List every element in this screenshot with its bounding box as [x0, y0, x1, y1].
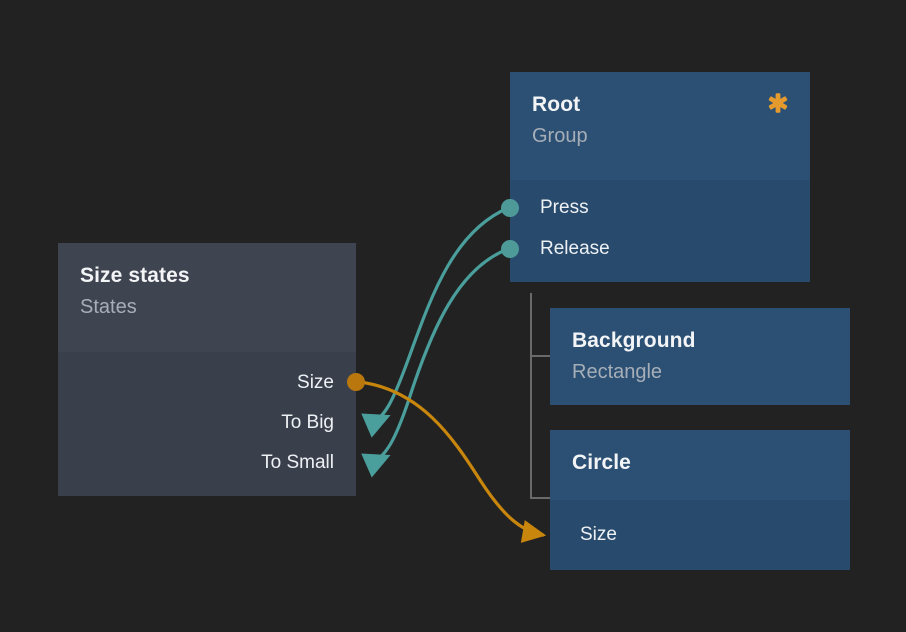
port-size-states-to-big-label: To Big [281, 412, 334, 433]
port-circle-size[interactable]: Size [580, 524, 617, 546]
port-size-states-to-small-label: To Small [261, 452, 334, 473]
node-size-states-body: Size To Big To Small [58, 352, 356, 496]
port-size-states-to-small[interactable]: To Small [261, 452, 334, 474]
node-background-title: Background [572, 329, 696, 352]
node-background[interactable]: Background Rectangle [550, 308, 850, 405]
node-root-subtitle: Group [532, 125, 588, 147]
node-size-states[interactable]: Size states States Size To Big To Small [58, 243, 356, 496]
tree-vertical-line [530, 293, 532, 499]
wire-size-to-circle-size [358, 380, 547, 543]
node-size-states-header[interactable]: Size states States [58, 243, 356, 352]
node-root-header[interactable]: Root Group [510, 72, 810, 180]
port-size-states-size[interactable]: Size [297, 372, 334, 394]
node-root[interactable]: Root Group Press Release [510, 72, 810, 282]
port-root-release-label: Release [540, 238, 610, 259]
port-circle-size-label: Size [580, 524, 617, 545]
port-size-states-to-big[interactable]: To Big [281, 412, 334, 434]
port-root-release[interactable]: Release [540, 238, 610, 260]
node-circle-title: Circle [572, 451, 631, 474]
node-root-body: Press Release [510, 180, 810, 282]
port-size-states-size-label: Size [297, 372, 334, 393]
node-circle-body: Size [550, 500, 850, 570]
port-root-press[interactable]: Press [540, 197, 589, 219]
node-size-states-subtitle: States [80, 296, 137, 318]
asterisk-icon[interactable] [767, 92, 789, 114]
wire-release-to-small [361, 247, 510, 478]
node-background-subtitle: Rectangle [572, 361, 663, 383]
tree-branch-circle [530, 497, 550, 499]
node-circle-header[interactable]: Circle [550, 430, 850, 500]
tree-branch-background [530, 355, 550, 357]
node-circle[interactable]: Circle Size [550, 430, 850, 570]
wire-press-to-big [361, 206, 510, 438]
node-root-title: Root [532, 93, 581, 116]
node-background-header[interactable]: Background Rectangle [550, 308, 850, 405]
node-size-states-title: Size states [80, 264, 190, 287]
port-root-press-label: Press [540, 197, 589, 218]
